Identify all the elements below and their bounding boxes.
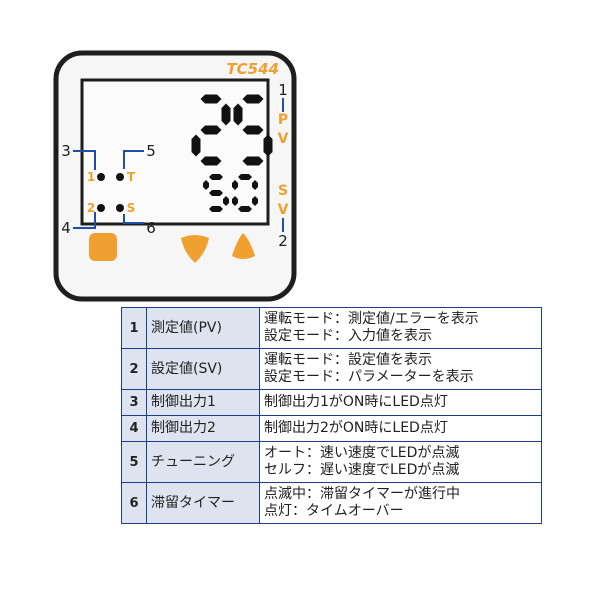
legend-row-name: 制御出力1	[146, 389, 260, 416]
led-label-stay: S	[127, 201, 136, 215]
sv-display	[203, 174, 258, 212]
lcd-window	[80, 78, 270, 226]
model-label: TC544	[226, 60, 279, 78]
callout-line-5	[123, 150, 144, 169]
sv-digit-2-segment-d	[238, 206, 252, 212]
led-tuning-icon	[116, 173, 124, 181]
legend-row-name: 制御出力2	[146, 415, 260, 442]
pv-digit-1-segment-e	[191, 134, 201, 157]
legend-description-line: 制御出力1がON時にLED点灯	[264, 394, 448, 410]
sv-digit-1-segment-c	[223, 196, 229, 206]
pv-digit-2-segment-c	[263, 134, 273, 157]
legend-row-number: 4	[121, 415, 147, 442]
sv-digit-2-segment-a	[238, 174, 252, 180]
legend-row-description: 運転モード：測定値/エラーを表示設定モード：入力値を表示	[259, 307, 542, 349]
legend-row-number: 3	[121, 389, 147, 416]
pv-digit-1-segment-b	[221, 103, 231, 126]
square-button-icon[interactable]	[89, 233, 117, 261]
sv-digit-1-segment-g	[209, 190, 223, 196]
callout-lines	[73, 98, 284, 232]
callout-line-6	[123, 214, 144, 224]
legend-description-line: 制御出力2がON時にLED点灯	[264, 420, 448, 436]
pv-digit-1-segment-d	[200, 156, 222, 166]
legend-row-number: 5	[121, 441, 147, 483]
sv-label-v: V	[278, 202, 289, 218]
controller-front-panel: TC544 P V S V 1 2 3 4 5 6 1 T 2 S	[53, 50, 297, 302]
legend-description-line: 点灯：タイムオーバー	[264, 503, 404, 519]
callout-number-2: 2	[278, 232, 288, 250]
legend-row-description: オート：速い速度でLEDが点滅セルフ：遅い速度でLEDが点滅	[259, 441, 542, 483]
sv-label-s: S	[278, 183, 288, 199]
pv-label-v: V	[278, 131, 289, 147]
legend-row-description: 点滅中：滞留タイマーが進行中点灯：タイムオーバー	[259, 482, 542, 524]
pv-label-p: P	[278, 112, 288, 128]
sv-digit-2-segment-f	[232, 180, 238, 190]
legend-description-line: 運転モード：測定値/エラーを表示	[264, 311, 479, 327]
callout-number-3: 3	[61, 142, 71, 160]
legend-row-number: 6	[121, 482, 147, 524]
callout-line-4	[73, 212, 96, 229]
legend-description-line: 運転モード：設定値を表示	[264, 352, 432, 368]
callout-line-3	[73, 150, 96, 170]
legend-row-description: 運転モード：設定値を表示設定モード：パラメーターを表示	[259, 348, 542, 390]
legend-description-line: 点滅中：滞留タイマーが進行中	[264, 486, 460, 502]
sv-digit-2-segment-c	[252, 196, 258, 206]
pv-digit-2-segment-f	[233, 103, 243, 126]
legend-row-name: 測定値(PV)	[146, 307, 260, 349]
legend-row-name: チューニング	[146, 441, 260, 483]
callout-number-5: 5	[146, 142, 156, 160]
down-button-icon[interactable]	[181, 235, 209, 263]
legend-row-description: 制御出力1がON時にLED点灯	[259, 389, 542, 416]
led-label-tuning: T	[127, 170, 136, 184]
up-button-icon[interactable]	[232, 233, 255, 259]
led-label-out1: 1	[87, 170, 95, 184]
led-stay-icon	[116, 204, 124, 212]
callout-number-6: 6	[146, 219, 156, 237]
legend-description-line: オート：速い速度でLEDが点滅	[264, 445, 460, 461]
legend-row-name: 滞留タイマー	[146, 482, 260, 524]
legend-description-line: 設定モード：入力値を表示	[264, 328, 432, 344]
legend-description-line: セルフ：遅い速度でLEDが点滅	[264, 462, 460, 478]
callout-number-4: 4	[61, 219, 71, 237]
led-out1-icon	[97, 173, 105, 181]
pv-digit-1-segment-a	[200, 94, 222, 104]
legend-row-description: 制御出力2がON時にLED点灯	[259, 415, 542, 442]
pv-digit-2-segment-g	[242, 125, 264, 135]
led-out2-icon	[97, 204, 105, 212]
legend-row-number: 2	[121, 348, 147, 390]
sv-digit-1-segment-a	[209, 174, 223, 180]
pv-digit-1-segment-g	[200, 125, 222, 135]
legend-row-name: 設定値(SV)	[146, 348, 260, 390]
led-label-out2: 2	[87, 201, 95, 215]
pv-display	[191, 94, 273, 166]
sv-digit-2-segment-b	[252, 180, 258, 190]
pv-digit-2-segment-a	[242, 94, 264, 104]
sv-digit-1-segment-d	[209, 206, 223, 212]
callout-number-1: 1	[278, 81, 288, 99]
legend-row-number: 1	[121, 307, 147, 349]
legend-description-line: 設定モード：パラメーターを表示	[264, 369, 474, 385]
pv-digit-2-segment-d	[242, 156, 264, 166]
sv-digit-2-segment-e	[232, 196, 238, 206]
sv-digit-1-segment-f	[203, 180, 209, 190]
